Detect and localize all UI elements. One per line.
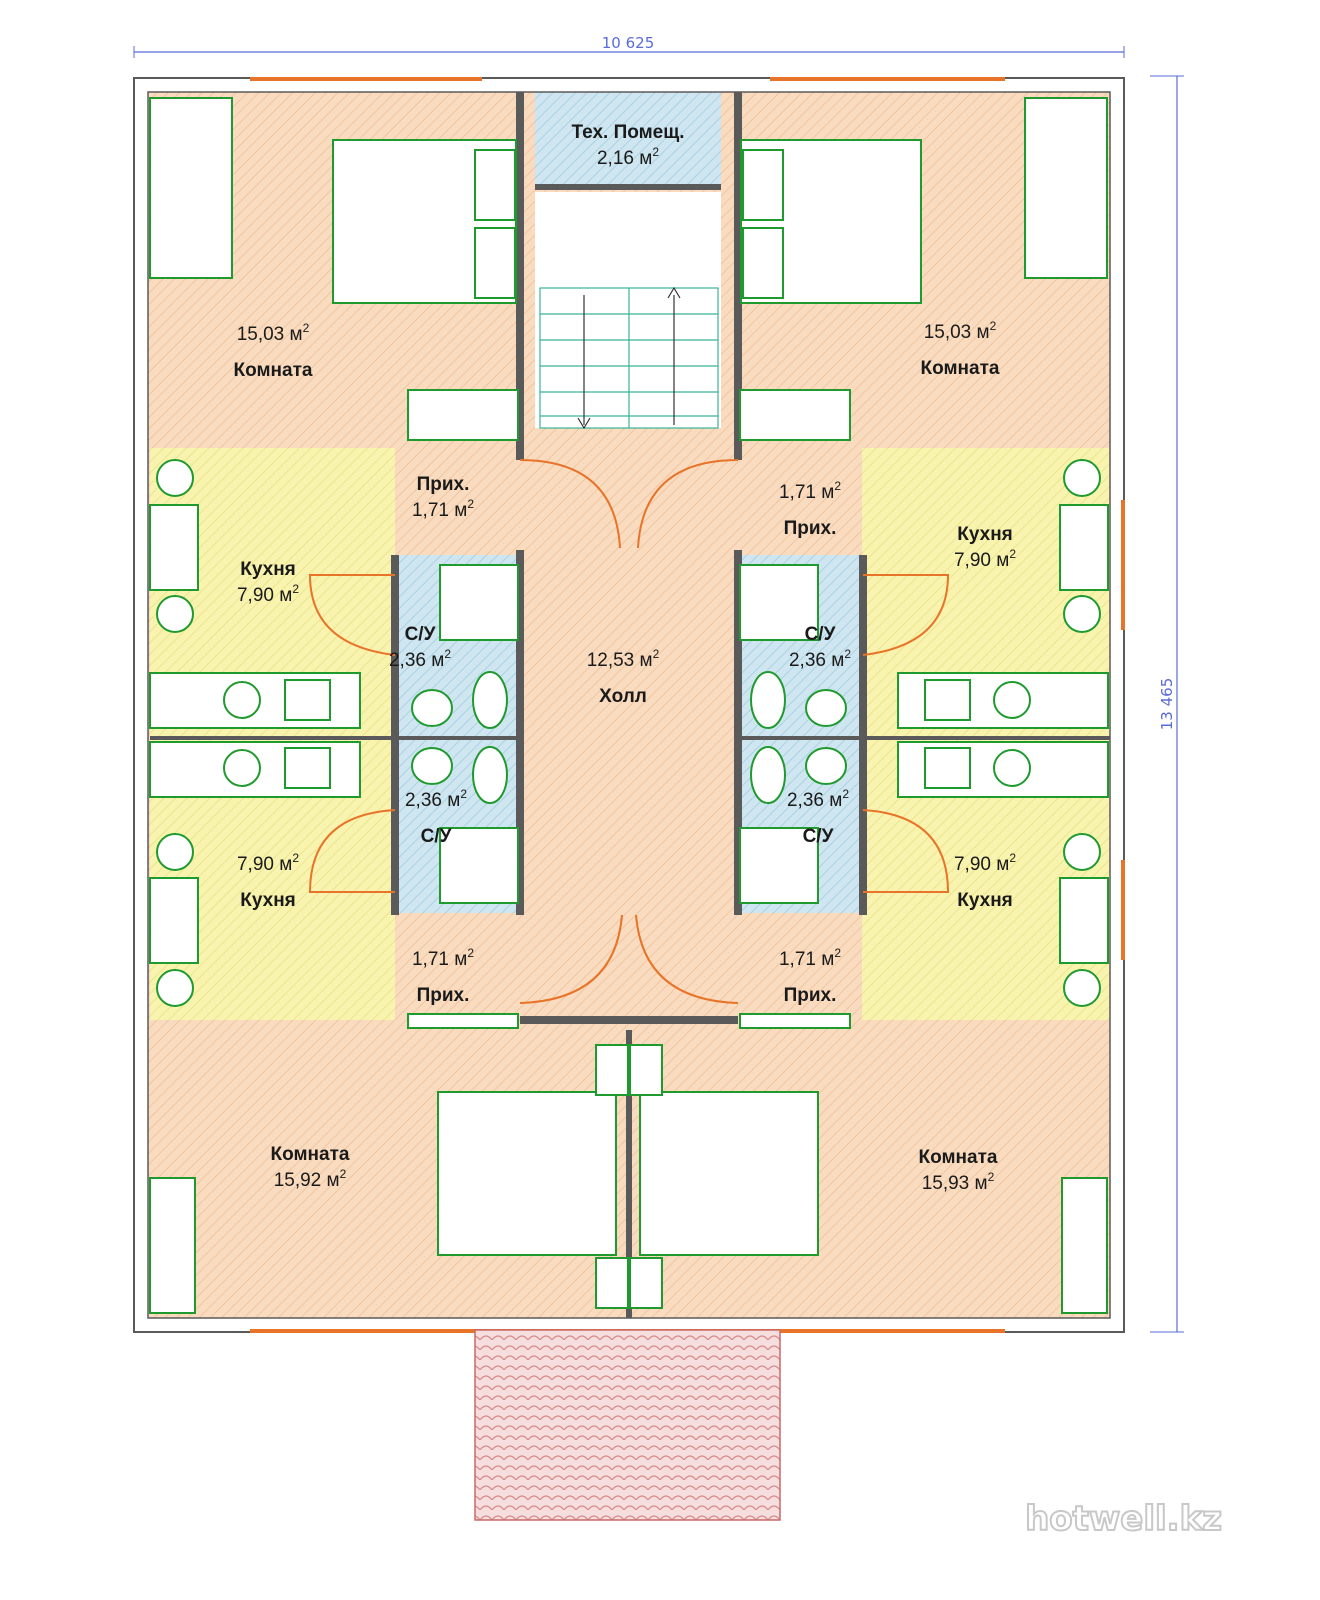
height-dimension: 13 465 (1150, 75, 1184, 1333)
room-area: 1,71 м2 (412, 946, 474, 970)
doors (308, 459, 950, 1004)
room-name: Комната (234, 360, 313, 381)
room-name: Комната (919, 1147, 998, 1168)
furniture (149, 97, 1109, 1314)
wardrobe (739, 389, 851, 441)
room-area: 7,90 м2 (954, 547, 1016, 571)
room-area: 2,36 м2 (389, 647, 451, 671)
room-name: С/У (803, 826, 834, 847)
room-area: 1,71 м2 (412, 497, 474, 521)
shower (739, 827, 819, 904)
sink (411, 689, 453, 727)
room-area: 15,03 м2 (237, 321, 310, 345)
shower (439, 564, 519, 641)
room-area: 7,90 м2 (954, 851, 1016, 875)
room-name: С/У (421, 826, 452, 847)
shower (739, 564, 819, 641)
kitchen-table (149, 504, 199, 591)
toilet (472, 671, 508, 729)
wardrobe (149, 1177, 196, 1314)
room-name: Прих. (417, 985, 470, 1006)
room-name: Прих. (784, 985, 837, 1006)
room-name: С/У (405, 624, 436, 645)
width-dimension-label: 10 625 (602, 34, 655, 52)
double-bed (639, 1091, 819, 1256)
room-name: Холл (599, 686, 647, 707)
room-area: 2,16 м2 (597, 145, 659, 169)
room-area: 2,36 м2 (405, 787, 467, 811)
room-name: Кухня (240, 559, 296, 580)
room-name: Комната (921, 358, 1000, 379)
staircase (539, 286, 719, 430)
single-bed (1024, 97, 1108, 279)
wardrobe (1061, 1177, 1108, 1314)
room-name: Прих. (784, 518, 837, 539)
room-area: 12,53 м2 (587, 647, 660, 671)
width-dimension: 10 625 (133, 34, 1125, 58)
room-name: Тех. Помещ. (571, 122, 684, 143)
room-area: 7,90 м2 (237, 851, 299, 875)
porch-tiles (474, 1329, 781, 1521)
double-bed (437, 1091, 617, 1256)
height-dimension-label: 13 465 (1158, 678, 1176, 731)
room-area: 2,36 м2 (789, 647, 851, 671)
room-area: 15,03 м2 (924, 319, 997, 343)
room-name: С/У (805, 624, 836, 645)
room-name: Кухня (957, 890, 1013, 911)
room-area: 1,71 м2 (779, 946, 841, 970)
room-area: 2,36 м2 (787, 787, 849, 811)
single-bed (149, 97, 233, 279)
shower (439, 827, 519, 904)
room-name: Прих. (417, 474, 470, 495)
room-labels: Тех. Помещ.2,16 м2 Комната 15,03 м2 Комната… (234, 122, 1017, 1194)
wardrobe (407, 389, 519, 441)
room-area: 15,92 м2 (274, 1167, 347, 1191)
room-area: 7,90 м2 (237, 582, 299, 606)
room-name: Комната (271, 1144, 350, 1165)
room-name: Кухня (240, 890, 296, 911)
room-name: Кухня (957, 524, 1013, 545)
watermark: hotwell.kz (1025, 1499, 1222, 1539)
room-area: 1,71 м2 (779, 479, 841, 503)
room-area: 15,93 м2 (922, 1170, 995, 1194)
